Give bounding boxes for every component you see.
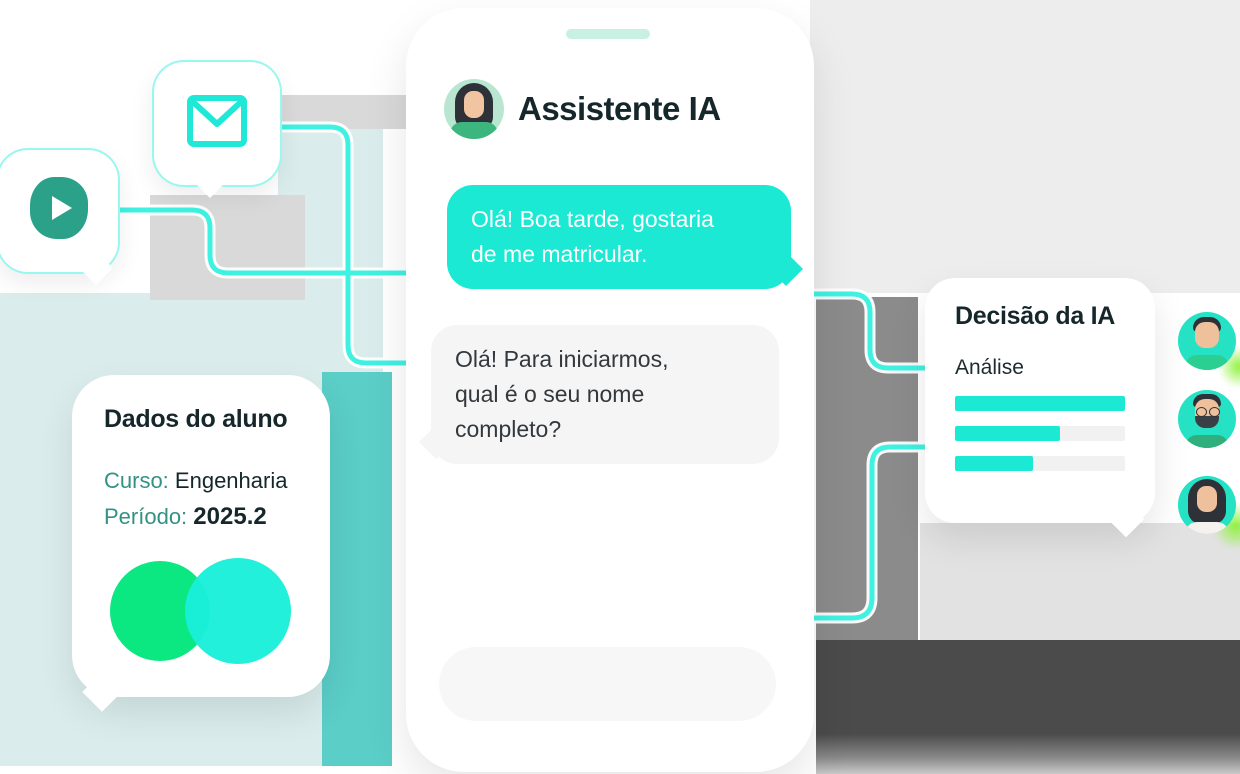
message-line: qual é o seu nome [455,381,645,407]
student-course-field: Curso: Engenharia [104,468,287,494]
decision-card-title: Decisão da IA [955,302,1116,330]
avatar-face [464,91,484,118]
bg-gray-top-right [810,0,1240,293]
bg-gray-patch [150,195,305,300]
assistant-name: Assistente IA [518,90,721,127]
message-line: completo? [455,416,562,442]
bubble-tail [769,252,803,286]
message-line: Olá! Boa tarde, gostaria [471,206,714,232]
ai-decision-card: Decisão da IA Análise [925,278,1155,538]
chat-header: Assistente IA [444,78,721,140]
mail-icon [187,95,247,147]
decision-subtitle: Análise [955,356,1024,379]
bubble-tail [419,425,453,459]
bg-gray-bottom-right [816,640,1240,774]
message-line: Olá! Para iniciarmos, [455,346,669,372]
progress-bar [955,396,1125,411]
analysis-bars [955,396,1125,486]
period-label: Período: [104,504,188,529]
progress-bar [955,456,1125,471]
peer-avatar-woman [1178,476,1236,534]
assistant-avatar [444,79,504,139]
message-line: de me matricular. [471,241,648,267]
speaker-notch-icon [566,29,650,39]
bg-gray-patch-small [278,95,407,129]
course-value: Engenharia [174,468,288,493]
bg-teal-band [322,372,392,766]
message-input[interactable] [439,647,776,721]
progress-bar [955,426,1125,441]
card-tail [79,251,113,285]
student-period-field: Período: 2025.2 [104,503,267,531]
student-data-card: Dados do aluno Curso: Engenharia Período… [72,375,330,712]
course-label: Curso: [104,468,169,493]
peer-avatar-young-man [1178,312,1236,370]
period-value: 2025.2 [193,503,267,530]
cyan-circle [185,558,291,664]
card-tail [193,164,227,198]
bg-gray-mid-right [920,523,1240,640]
play-icon [30,177,88,239]
avatar-shirt [450,122,498,139]
video-card[interactable] [0,148,120,285]
phone-mockup: Assistente IA Olá! Boa tarde, gostaria d… [406,8,814,772]
assistant-message-bubble: Olá! Para iniciarmos, qual é o seu nome … [419,325,779,464]
user-message-bubble: Olá! Boa tarde, gostaria de me matricula… [447,185,803,289]
email-card[interactable] [152,60,282,198]
venn-circles [110,558,291,673]
user-avatars [1178,310,1240,550]
bg-gray-vertical-band [816,297,918,660]
peer-avatar-bearded-man [1178,390,1236,448]
student-card-title: Dados do aluno [104,405,288,433]
